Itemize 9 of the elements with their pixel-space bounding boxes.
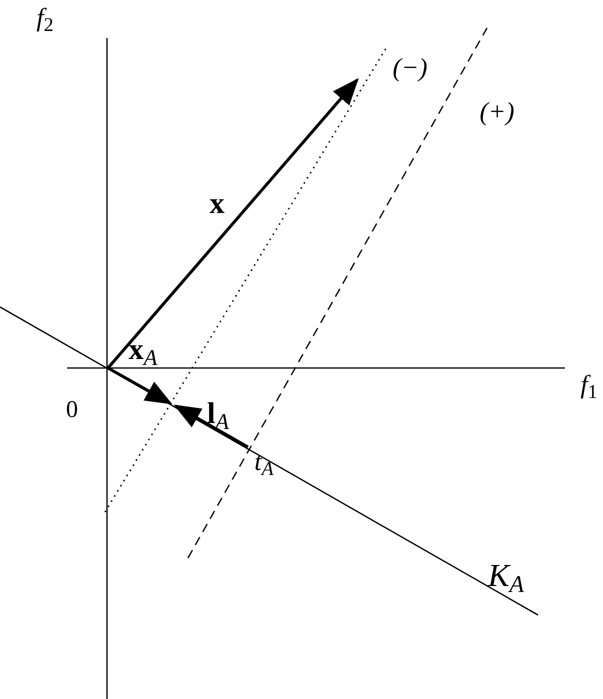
vector-label: x [210,189,224,219]
point-label: t$_{A}$ [254,449,274,475]
origin-label: 0 [66,398,78,422]
axis-label: f$_{1}$ [580,372,598,398]
region-label: (−) [392,55,428,81]
line-label: K$_{A}$ [488,559,524,591]
axis-label: f$_{2}$ [36,5,54,31]
vector-label: x$_{A}$ [128,335,158,365]
region-label: (+) [480,99,514,125]
